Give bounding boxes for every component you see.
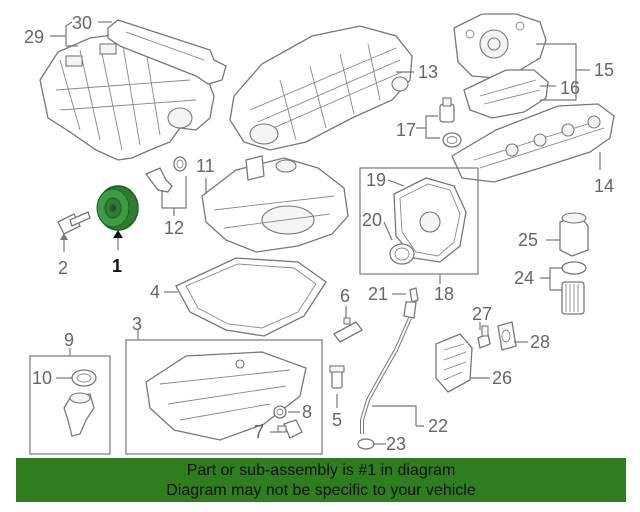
intake-gasket[interactable]	[107, 19, 227, 85]
label-6[interactable]: 6	[340, 286, 350, 306]
sensor[interactable]	[439, 97, 455, 123]
valve-cover[interactable]	[451, 103, 615, 183]
leader-20	[383, 221, 393, 241]
oil-pan-gasket[interactable]	[175, 257, 327, 337]
oil-cooler-gasket[interactable]	[497, 321, 517, 351]
label-22[interactable]: 22	[428, 416, 448, 436]
oil-filter-housing-cap[interactable]	[559, 212, 589, 257]
label-18[interactable]: 18	[434, 284, 454, 304]
lower-timing-cover[interactable]	[463, 69, 549, 119]
leader-24	[540, 267, 562, 291]
label-14[interactable]: 14	[594, 176, 614, 196]
label-1[interactable]: 1	[112, 256, 122, 276]
label-24[interactable]: 24	[514, 268, 534, 288]
label-21[interactable]: 21	[368, 284, 388, 304]
leader-22	[372, 405, 424, 427]
banner-line-2: Diagram may not be specific to your vehi…	[166, 482, 476, 499]
label-27[interactable]: 27	[472, 304, 492, 324]
label-3[interactable]: 3	[132, 314, 142, 334]
label-16[interactable]: 16	[560, 78, 580, 98]
oil-cooler-bolt[interactable]	[477, 325, 491, 349]
leader-12	[161, 176, 187, 216]
label-2[interactable]: 2	[58, 258, 68, 278]
label-29[interactable]: 29	[24, 27, 44, 47]
oil-filter-element[interactable]	[561, 281, 585, 315]
label-10[interactable]: 10	[32, 368, 52, 388]
label-30[interactable]: 30	[72, 13, 92, 33]
filter-o-ring[interactable]	[561, 261, 587, 275]
label-15[interactable]: 15	[594, 60, 614, 80]
dipstick-tube[interactable]	[360, 287, 419, 434]
callout-15-16	[536, 43, 590, 101]
oil-sensor-seal[interactable]	[71, 369, 97, 387]
label-19[interactable]: 19	[366, 170, 386, 190]
timing-cover-box	[359, 167, 479, 275]
oil-cooler[interactable]	[435, 333, 473, 393]
upper-oil-pan[interactable]	[201, 155, 349, 253]
label-26[interactable]: 26	[492, 368, 512, 388]
label-17[interactable]: 17	[396, 120, 416, 140]
banner-line-1: Part or sub-assembly is #1 in diagram	[186, 462, 456, 479]
drain-plug[interactable]	[277, 419, 303, 439]
leader-17	[416, 115, 440, 139]
sensor-clip[interactable]	[333, 317, 363, 343]
label-9[interactable]: 9	[64, 330, 74, 350]
timing-chain-cover[interactable]	[393, 177, 467, 263]
arrow-2	[60, 233, 68, 240]
oil-level-sensor-assembly[interactable]	[63, 392, 95, 437]
label-23[interactable]: 23	[386, 434, 406, 454]
label-20[interactable]: 20	[362, 210, 382, 230]
label-8[interactable]: 8	[302, 402, 312, 422]
leader-19	[387, 179, 405, 187]
label-7[interactable]: 7	[254, 422, 264, 442]
timing-cover-seal[interactable]	[389, 243, 415, 265]
oil-pan-box	[125, 339, 323, 455]
label-28[interactable]: 28	[530, 332, 550, 352]
cylinder-head[interactable]	[229, 25, 413, 151]
drain-plug-washer[interactable]	[273, 405, 287, 419]
info-banner: Part or sub-assembly is #1 in diagram Di…	[16, 458, 626, 502]
sensor-o-ring[interactable]	[173, 156, 187, 172]
sensor-seal[interactable]	[442, 132, 462, 148]
upper-timing-cover[interactable]	[453, 13, 547, 79]
arrow-1	[113, 230, 123, 238]
label-25[interactable]: 25	[518, 230, 538, 250]
label-12[interactable]: 12	[164, 218, 184, 238]
callout-29-30	[50, 21, 112, 47]
oil-pan-stud[interactable]	[329, 365, 345, 389]
label-13[interactable]: 13	[418, 62, 438, 82]
crankshaft-pulley[interactable]	[96, 185, 139, 231]
label-5[interactable]: 5	[332, 410, 342, 430]
dipstick-tube-seal[interactable]	[357, 438, 375, 450]
label-11[interactable]: 11	[196, 156, 215, 176]
pulley-bolt[interactable]	[57, 211, 91, 235]
oil-level-sensor[interactable]	[144, 167, 173, 193]
label-4[interactable]: 4	[150, 282, 160, 302]
